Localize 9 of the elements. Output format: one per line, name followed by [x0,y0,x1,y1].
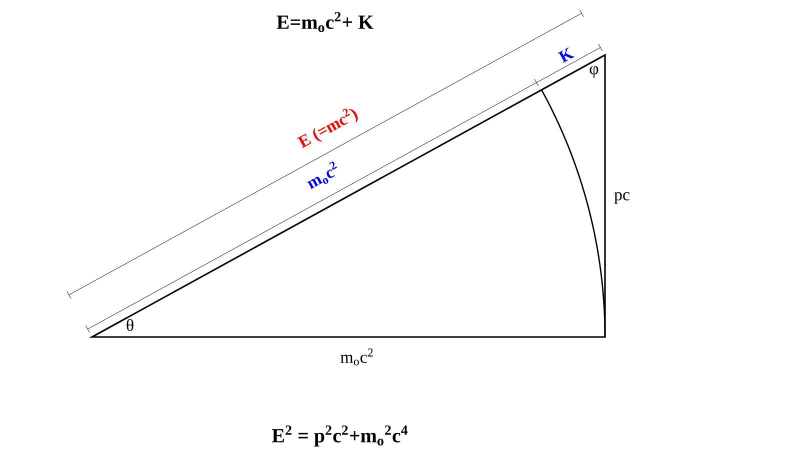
formula-title: E=m$_{o}$c$^{2}$+ K [276,12,374,32]
segment-label: K [558,47,574,63]
dimension-label: E (=mc$^{2}$) [297,108,358,148]
side-label: m$_{o}$c$^{2}$ [340,348,373,366]
side-label: pc [614,192,630,204]
angle-label: θ [126,318,134,332]
angle-label: φ [590,66,598,78]
segment-label: m$_{o}$c$^{2}$ [307,162,338,190]
equation: E$^{2}$ = p$^{2}$c$^{2}$+m$_{o}$$^{2}$c$^{4}$ [272,425,408,446]
